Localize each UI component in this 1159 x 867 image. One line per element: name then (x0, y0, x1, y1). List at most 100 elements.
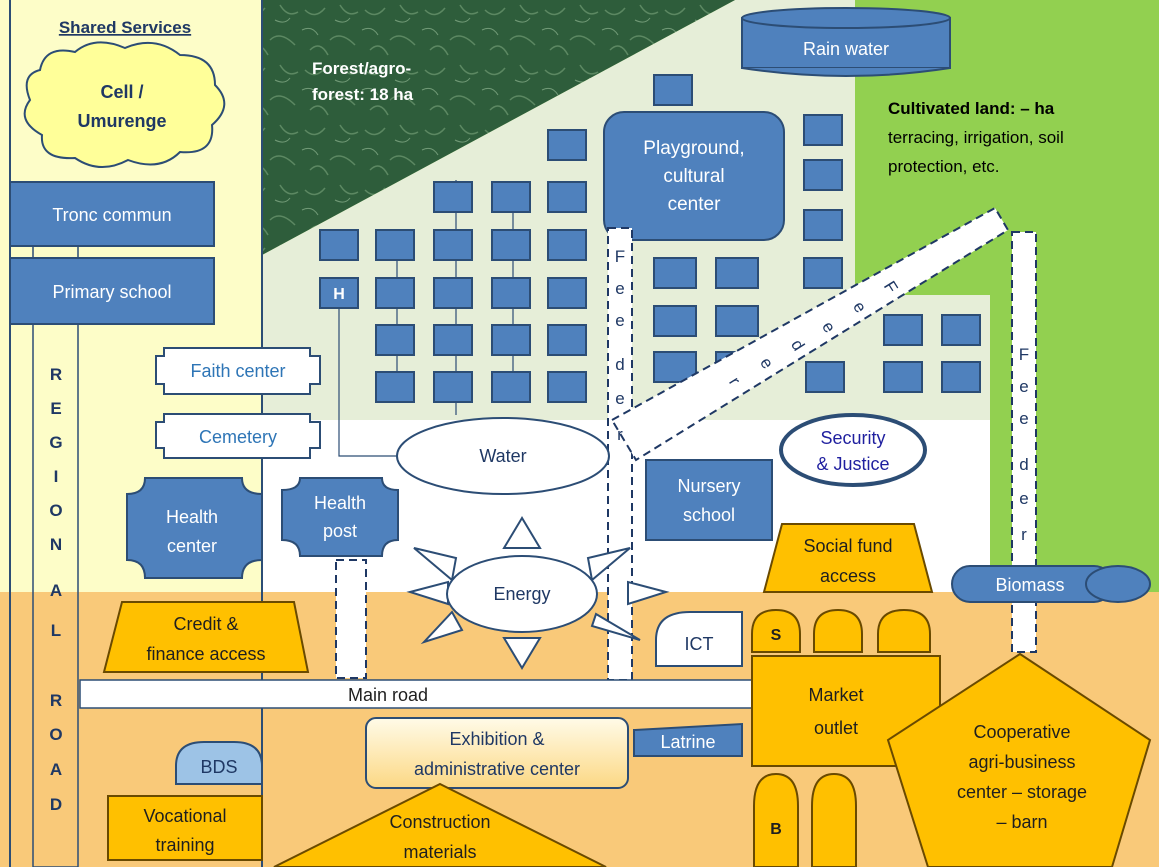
feeder-road-left (607, 227, 633, 681)
svg-text:e: e (615, 389, 624, 408)
house (653, 257, 697, 289)
feeder-left-label: F e e d e r (615, 247, 625, 444)
tronc-commun-label: Tronc commun (52, 205, 171, 225)
sun-ray (590, 612, 641, 641)
health-post-box (281, 477, 399, 557)
nursery-school-box (645, 459, 773, 541)
house (715, 257, 759, 289)
cemetery-box (155, 413, 321, 459)
shared-services-title: Shared Services (59, 18, 191, 37)
sun-ray (502, 516, 542, 549)
primary-school-label: Primary school (52, 282, 171, 302)
regional-road-label: R E G I O N A L R O A D (49, 365, 62, 814)
cell-label: Cell / (100, 82, 143, 102)
house (803, 209, 843, 241)
house (883, 314, 923, 346)
faith-center-label: Faith center (190, 361, 285, 381)
sun-ray (420, 610, 464, 645)
svg-text:e: e (1019, 409, 1028, 428)
latrine-label: Latrine (660, 732, 715, 752)
house (547, 277, 587, 309)
cooperative-line3: center – storage (957, 782, 1087, 802)
road-letter: E (50, 399, 61, 418)
house (491, 229, 531, 261)
road-letter: L (51, 621, 61, 640)
playground-box (603, 111, 785, 241)
social-fund-line2: access (820, 566, 876, 586)
credit-line2: finance access (146, 644, 265, 664)
health-post-line2: post (323, 521, 357, 541)
house (941, 314, 981, 346)
feeder-road-diagonal (610, 206, 1010, 462)
hut-s-label: S (771, 627, 782, 644)
house (715, 305, 759, 337)
social-fund-line1: Social fund (803, 536, 892, 556)
security-label: Security (820, 428, 885, 448)
biomass-label: Biomass (995, 575, 1064, 595)
energy-ellipse (446, 555, 598, 633)
road-letter: O (49, 501, 62, 520)
health-center-box (126, 477, 263, 579)
nursery-line2: school (683, 505, 735, 525)
house (433, 324, 473, 356)
forest-label-line1: Forest/agro- (312, 59, 411, 78)
construction-materials (273, 782, 607, 867)
forest-zone (262, 0, 735, 255)
svg-text:d: d (1019, 455, 1028, 474)
latrine-box (633, 722, 743, 757)
house (547, 371, 587, 403)
svg-text:r: r (617, 425, 623, 444)
umurenge-label: Umurenge (77, 111, 166, 131)
house (433, 371, 473, 403)
house (547, 129, 587, 161)
market-line2: outlet (814, 718, 858, 738)
biomass-cylinder: Biomass (951, 565, 1151, 603)
security-justice-ellipse (779, 413, 927, 487)
cooperative-center (886, 652, 1152, 867)
svg-text:F: F (1019, 345, 1029, 364)
house-grid (319, 74, 981, 403)
credit-line1: Credit & (173, 614, 238, 634)
main-road (79, 679, 757, 709)
bds-label: BDS (200, 757, 237, 777)
road-letter: N (50, 535, 62, 554)
svg-text:e: e (615, 311, 624, 330)
house (491, 371, 531, 403)
svg-text:e: e (1019, 377, 1028, 396)
cemetery-label: Cemetery (199, 427, 277, 447)
house (653, 351, 697, 383)
house (433, 181, 473, 213)
svg-text:F: F (615, 247, 625, 266)
house (547, 181, 587, 213)
house (803, 114, 843, 146)
vocational-training-box (107, 795, 263, 861)
barn (811, 772, 857, 867)
playground-line1: Playground, (643, 138, 744, 159)
house-h (319, 277, 359, 309)
sun-ray (627, 580, 670, 606)
house (375, 324, 415, 356)
house (491, 324, 531, 356)
faith-center-box (155, 347, 321, 395)
water-label: Water (479, 446, 526, 466)
ict-box (655, 611, 743, 667)
road-letter: R (50, 691, 62, 710)
house (491, 181, 531, 213)
house (803, 257, 843, 289)
playground-line2: cultural (663, 166, 724, 187)
ict-label: ICT (685, 634, 714, 654)
house (491, 277, 531, 309)
cooperative-line2: agri-business (968, 752, 1075, 772)
health-center-line1: Health (166, 507, 218, 527)
cell-umurenge-cloud (23, 41, 226, 168)
bds-box (175, 741, 263, 785)
market-line1: Market (808, 685, 863, 705)
playground-line3: center (668, 194, 721, 215)
road-letter: O (49, 725, 62, 744)
house (375, 229, 415, 261)
hut (813, 608, 863, 653)
energy-sun (406, 516, 670, 670)
hut (877, 608, 931, 653)
svg-text:e: e (615, 279, 624, 298)
road-letter: D (50, 795, 62, 814)
